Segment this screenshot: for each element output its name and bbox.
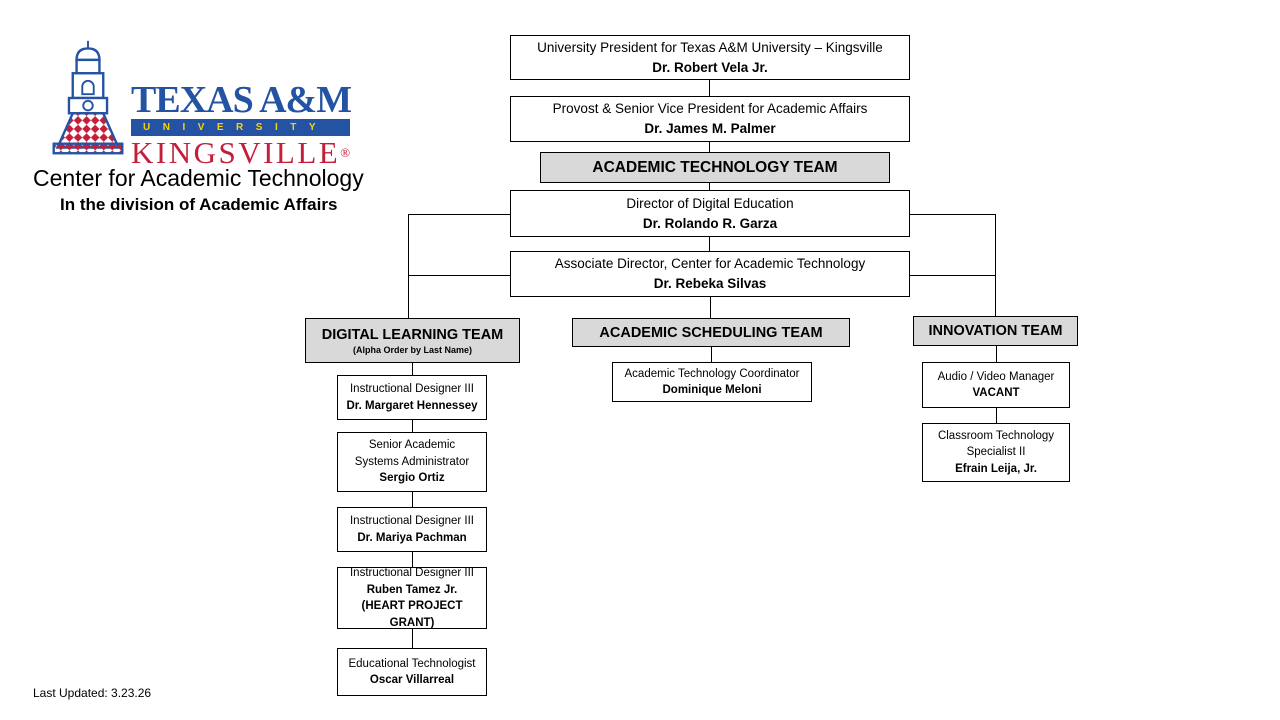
box-name: Dr. Rolando R. Garza [642, 215, 778, 231]
connector [408, 275, 510, 276]
member-title: Classroom Technology Specialist II [937, 429, 1055, 459]
connector [408, 214, 510, 215]
connector [412, 629, 413, 648]
connector [412, 552, 413, 567]
org-box-provost: Provost & Senior Vice President for Acad… [510, 96, 910, 142]
member-name: Dominique Meloni [662, 384, 762, 396]
member-name: Ruben Tamez Jr. [366, 583, 458, 596]
wordmark-texas-am: TEXAS A&M [131, 79, 352, 121]
registered-mark: ® [340, 145, 351, 160]
box-title: Director of Digital Education [626, 195, 794, 211]
wordmark-kingsville-text: KINGSVILLE [131, 135, 341, 170]
member-name: VACANT [972, 387, 1020, 399]
member-title: Senior Academic Systems Administrator [354, 439, 470, 468]
connector [412, 492, 413, 507]
department-title: Center for Academic Technology [33, 165, 364, 191]
team-header-label: DIGITAL LEARNING TEAM [321, 326, 504, 343]
org-box-associate-director: Associate Director, Center for Academic … [510, 251, 910, 297]
member-name: Sergio Ortiz [379, 472, 445, 485]
connector [412, 363, 413, 375]
connector [995, 214, 996, 316]
box-name: Dr. Rebeka Silvas [653, 276, 767, 291]
connector [709, 142, 710, 152]
last-updated-note: Last Updated: 3.23.26 [33, 686, 152, 700]
org-box-member: Instructional Designer III Ruben Tamez J… [337, 567, 487, 629]
member-title: Audio / Video Manager [937, 370, 1055, 383]
member-note: (HEART PROJECT GRANT) [361, 600, 463, 629]
university-tower-logo-icon [52, 40, 124, 155]
box-name: Dr. Robert Vela Jr. [652, 59, 768, 75]
box-title: University President for Texas A&M Unive… [537, 39, 883, 55]
connector [408, 214, 409, 318]
department-subtitle: In the division of Academic Affairs [60, 195, 338, 214]
box-name: Dr. James M. Palmer [644, 121, 776, 136]
member-title: Academic Technology Coordinator [624, 367, 800, 380]
org-box-member: Academic Technology Coordinator Dominiqu… [612, 362, 812, 402]
connector [412, 420, 413, 432]
member-name: Dr. Mariya Pachman [357, 531, 467, 544]
member-name: Oscar Villarreal [369, 674, 455, 686]
connector [709, 183, 710, 190]
member-name: Efrain Leija, Jr. [955, 462, 1037, 475]
connector [711, 347, 712, 362]
university-wordmark: TEXAS A&M UNIVERSITY KINGSVILLE® [131, 79, 353, 169]
digital-learning-team-header: DIGITAL LEARNING TEAM (Alpha Order by La… [305, 318, 520, 363]
member-title: Instructional Designer III [349, 515, 474, 527]
org-box-member: Audio / Video Manager VACANT [922, 362, 1070, 408]
box-title: Associate Director, Center for Academic … [554, 256, 866, 271]
org-box-president: University President for Texas A&M Unive… [510, 35, 910, 80]
connector [710, 297, 711, 318]
connector [910, 275, 995, 276]
org-box-member: Instructional Designer III Dr. Mariya Pa… [337, 507, 487, 552]
org-box-member: Classroom Technology Specialist II Efrai… [922, 423, 1070, 482]
org-box-member: Educational Technologist Oscar Villarrea… [337, 648, 487, 696]
member-name: Dr. Margaret Hennessey [346, 399, 478, 412]
wordmark-university-bar: UNIVERSITY [131, 119, 350, 136]
box-title: Provost & Senior Vice President for Acad… [552, 101, 868, 116]
team-header-subtitle: (Alpha Order by Last Name) [352, 344, 473, 355]
connector [910, 214, 995, 215]
connector [996, 408, 997, 423]
innovation-team-header: INNOVATION TEAM [913, 316, 1078, 346]
wordmark-kingsville: KINGSVILLE® [131, 137, 353, 169]
member-title: Educational Technologist [348, 657, 476, 670]
member-title: Instructional Designer III [349, 567, 474, 579]
member-title: Instructional Designer III [349, 383, 474, 395]
org-box-member: Senior Academic Systems Administrator Se… [337, 432, 487, 492]
connector [709, 80, 710, 96]
academic-technology-team-banner: ACADEMIC TECHNOLOGY TEAM [540, 152, 890, 183]
connector [996, 346, 997, 362]
connector [709, 237, 710, 251]
academic-scheduling-team-header: ACADEMIC SCHEDULING TEAM [572, 318, 850, 347]
org-box-member: Instructional Designer III Dr. Margaret … [337, 375, 487, 420]
org-box-director: Director of Digital Education Dr. Roland… [510, 190, 910, 237]
